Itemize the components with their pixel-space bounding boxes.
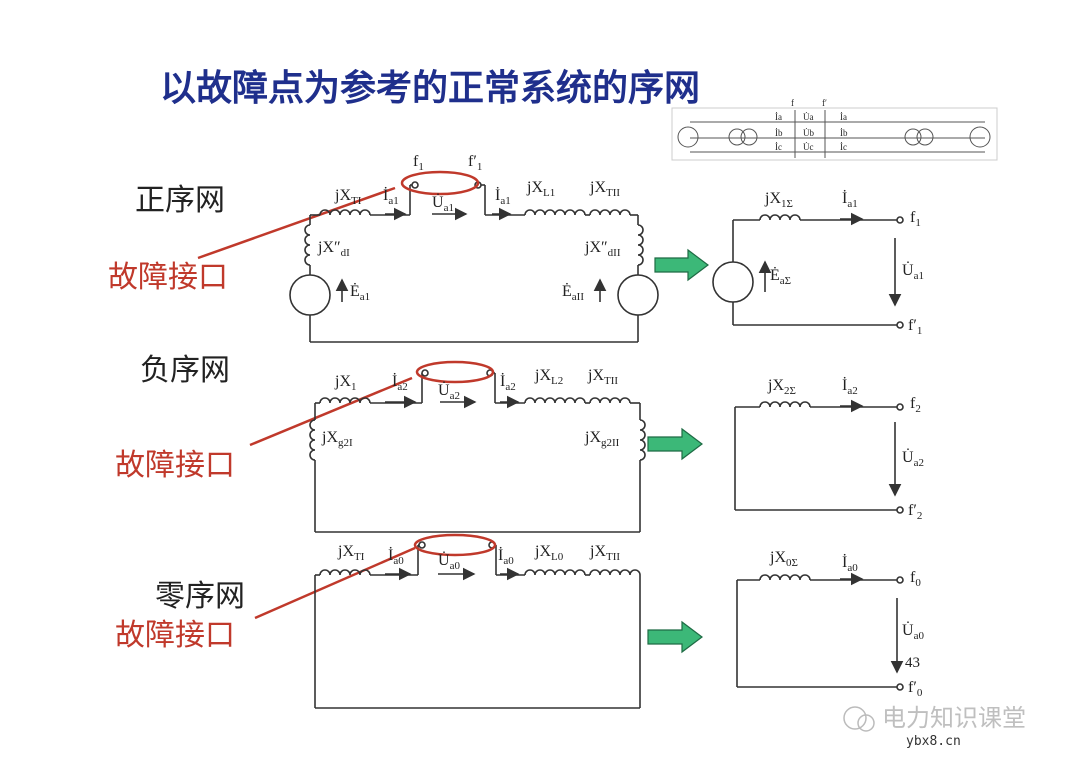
inset-ia-label: İa (775, 112, 782, 122)
watermark-channel: 电力知识课堂 (882, 704, 1026, 732)
watermark-site: ybx8.cn (906, 734, 961, 749)
equivalence-arrow-zero-icon (647, 620, 703, 654)
fault-port-label-zero: 故障接口 (115, 618, 235, 653)
eq-f2-label: f2 (910, 395, 921, 415)
watermark: 电力知识课堂 ybx8.cn (843, 704, 1026, 749)
eq-ia1-label: İa1 (842, 189, 858, 210)
fault-port-ellipse-zero (413, 533, 497, 557)
zero-xl0-label: jXL0 (534, 543, 564, 563)
pos-f-label: f1 (413, 153, 424, 173)
pos-ua1-label: U̇a1 (432, 193, 454, 214)
pos-ia1-left-label: İa1 (383, 186, 399, 207)
pos-fp-label: f′1 (468, 153, 482, 173)
eq-fp0-label: f′0 (908, 679, 923, 699)
zero-ia0-left-label: İa0 (388, 546, 404, 567)
zero-sequence-label: 零序网 (155, 579, 245, 614)
pos-eaii-label: ĖaII (562, 282, 584, 303)
reactance-coil-di (304, 224, 311, 266)
equivalence-arrow-negative-icon (647, 427, 703, 461)
three-phase-inset (671, 107, 998, 161)
negative-sequence-network (309, 369, 646, 533)
eq-fp1-label: f′1 (908, 317, 922, 337)
pos-xl1-label: jXL1 (526, 179, 555, 199)
fault-port-ellipse-positive (400, 170, 480, 196)
pos-xdi-label: jX″dI (317, 239, 350, 259)
wechat-logo-icon (843, 706, 867, 730)
eq-f0-label: f0 (910, 569, 921, 589)
pos-ea1-label: Ėa1 (350, 282, 370, 303)
pos-xtii-label: jXTII (589, 179, 620, 199)
neg-xg2i-label: jXg2I (321, 429, 353, 449)
fault-pointer-zero (254, 546, 416, 620)
zero-xtii-label: jXTII (589, 543, 620, 563)
reactance-coil-l1 (524, 209, 586, 216)
eq-x2-label: jX2Σ (767, 377, 796, 397)
neg-ua2-label: U̇a2 (438, 381, 460, 402)
neg-ia2-left-label: İa2 (392, 372, 408, 393)
eq-fp2-label: f′2 (908, 502, 922, 522)
inset-ib-right-label: İb (840, 128, 848, 138)
neg-x1-label: jX1 (334, 373, 357, 393)
inset-ia-right-label: İa (840, 112, 847, 122)
pos-ia1-right-label: İa1 (495, 186, 511, 207)
inset-fp-label: f′ (822, 98, 827, 108)
inset-ic-label: İc (775, 142, 782, 152)
inset-ub-label: U̇b (803, 128, 814, 138)
zero-equivalent-circuit (736, 572, 904, 691)
inset-source-left-icon (677, 126, 699, 148)
eq-x0-label: jX0Σ (769, 549, 798, 569)
pos-xdii-label: jX″dII (584, 239, 621, 259)
fault-pointer-positive (197, 186, 396, 260)
inset-source-right-icon (969, 126, 991, 148)
source-left-icon (289, 274, 331, 316)
equivalence-arrow-positive-icon (654, 248, 709, 282)
fault-port-label-positive: 故障接口 (108, 260, 228, 295)
fault-port-label-negative: 故障接口 (115, 448, 235, 483)
neg-xtii-label: jXTII (587, 367, 618, 387)
eq-ea-label: ĖaΣ (770, 266, 791, 287)
eq-ua0-label: U̇a0 (902, 621, 924, 642)
zero-xti-label: jXTI (337, 543, 365, 563)
inset-ua-label: U̇a (803, 112, 814, 122)
inset-uc-label: U̇c (803, 142, 814, 152)
eq-ia0-label: İa0 (842, 553, 858, 574)
inset-ib-label: İb (775, 128, 783, 138)
reactance-coil-dii (637, 224, 644, 266)
slide-title: 以故障点为参考的正常系统的序网 (160, 68, 700, 109)
eq-f1-label: f1 (910, 209, 921, 229)
neg-ia2-right-label: İa2 (500, 372, 516, 393)
eq-ua2-label: U̇a2 (902, 448, 924, 469)
positive-sequence-label: 正序网 (135, 183, 225, 218)
neg-xl2-label: jXL2 (534, 367, 563, 387)
reactance-coil-tii (589, 209, 631, 216)
pos-xti-label: jXTI (334, 187, 362, 207)
neg-xg2ii-label: jXg2II (584, 429, 620, 449)
eq-ua1-label: U̇a1 (902, 261, 924, 282)
inset-ic-right-label: İc (840, 142, 847, 152)
page-number: 43 (905, 655, 920, 671)
eq-x1-label: jX1Σ (764, 190, 793, 210)
reactance-coil-ti (319, 209, 371, 216)
eq-source-icon (712, 261, 754, 303)
negative-equivalent-circuit (734, 399, 904, 514)
fault-port-ellipse-negative (415, 360, 495, 384)
inset-f-label: f (791, 98, 794, 108)
source-right-icon (617, 274, 659, 316)
zero-sequence-network (314, 541, 641, 709)
eq-coil-1 (759, 214, 801, 221)
negative-sequence-label: 负序网 (140, 353, 230, 388)
positive-equivalent-circuit (712, 212, 904, 329)
zero-ua0-label: U̇a0 (438, 551, 460, 572)
eq-ia2-label: İa2 (842, 376, 858, 397)
zero-ia0-right-label: İa0 (498, 546, 514, 567)
fault-pointer-negative (249, 376, 413, 447)
positive-sequence-network (289, 181, 659, 343)
